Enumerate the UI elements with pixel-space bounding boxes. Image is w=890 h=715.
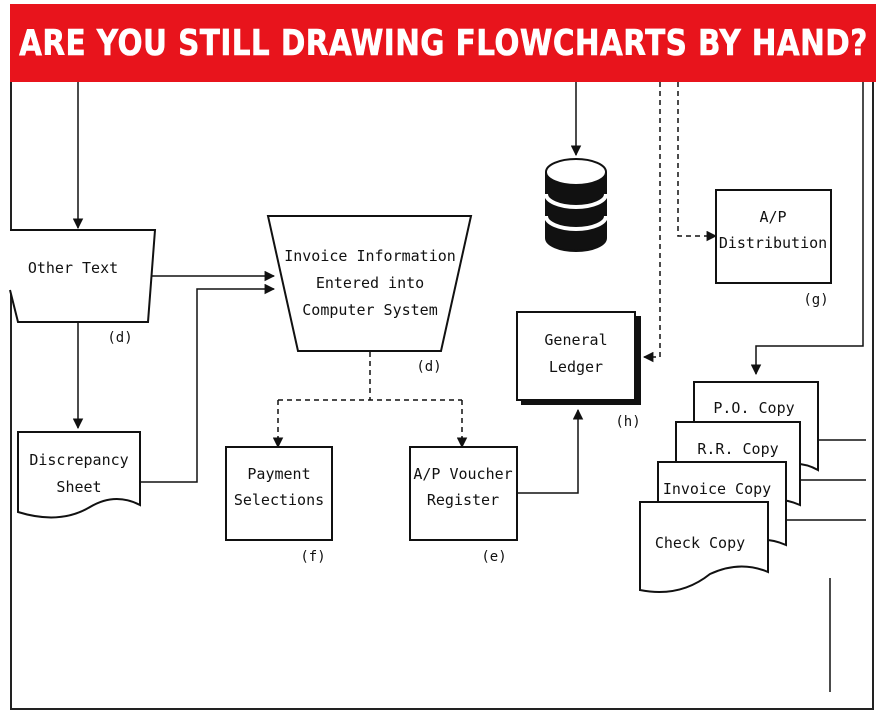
- dashed-to-ledger: [642, 82, 661, 363]
- node-discrepancy-sheet: Discrepancy Sheet: [17, 431, 141, 519]
- database-cylinder-icon: [544, 158, 608, 252]
- title-banner: ARE YOU STILL DRAWING FLOWCHARTS BY HAND…: [10, 4, 876, 82]
- node-invoice-information: Invoice Information Entered into Compute…: [266, 215, 473, 375]
- dashed-to-distribution: [677, 82, 718, 242]
- diagram-frame: [10, 82, 874, 710]
- payment-line-2: Selections: [234, 491, 324, 509]
- arrow-voucher-to-ledger: [517, 408, 584, 494]
- other-text-tag: (d): [107, 330, 132, 346]
- banner-title: ARE YOU STILL DRAWING FLOWCHARTS BY HAND…: [18, 22, 868, 64]
- invoice-line-2: Entered into: [316, 274, 424, 292]
- check-copy-label: Check Copy: [655, 534, 745, 552]
- discrepancy-line-1: Discrepancy: [29, 451, 128, 469]
- dashed-invoice-to-outputs: [277, 352, 463, 445]
- node-voucher-register: A/P Voucher Register (e): [409, 446, 518, 565]
- node-copies-stack: P.O. Copy R.R. Copy Invoice Copy Check C…: [639, 381, 819, 593]
- ledger-line-1: General: [544, 331, 607, 349]
- node-general-ledger: General Ledger (h): [516, 311, 641, 430]
- ledger-tag: (h): [615, 414, 640, 430]
- po-copy-label: P.O. Copy: [713, 399, 794, 417]
- payment-tag: (f): [300, 549, 325, 565]
- payment-line-1: Payment: [247, 465, 310, 483]
- node-payment-selections: Payment Selections (f): [225, 446, 333, 565]
- connectors: [72, 82, 866, 692]
- invoice-line-1: Invoice Information: [284, 247, 456, 265]
- invoice-tag: (d): [416, 359, 441, 375]
- discrepancy-line-2: Sheet: [56, 478, 101, 496]
- voucher-line-1: A/P Voucher: [413, 465, 512, 483]
- distribution-tag: (g): [803, 292, 828, 308]
- distribution-line-1: A/P: [759, 208, 786, 226]
- invoice-copy-label: Invoice Copy: [663, 480, 771, 498]
- node-other-text: Other Text (d): [9, 229, 157, 346]
- arrow-discrepancy-to-invoice: [140, 283, 276, 483]
- distribution-line-2: Distribution: [719, 234, 827, 252]
- arrow-to-copies: [750, 82, 864, 376]
- copies-side-lines: [786, 439, 866, 521]
- other-text-label: Other Text: [28, 259, 118, 277]
- rr-copy-label: R.R. Copy: [697, 440, 778, 458]
- check-copy-document: Check Copy: [639, 501, 769, 593]
- ledger-line-2: Ledger: [549, 358, 603, 376]
- voucher-line-2: Register: [427, 491, 499, 509]
- voucher-tag: (e): [481, 549, 506, 565]
- invoice-line-3: Computer System: [302, 301, 437, 319]
- node-ap-distribution: A/P Distribution (g): [715, 189, 832, 308]
